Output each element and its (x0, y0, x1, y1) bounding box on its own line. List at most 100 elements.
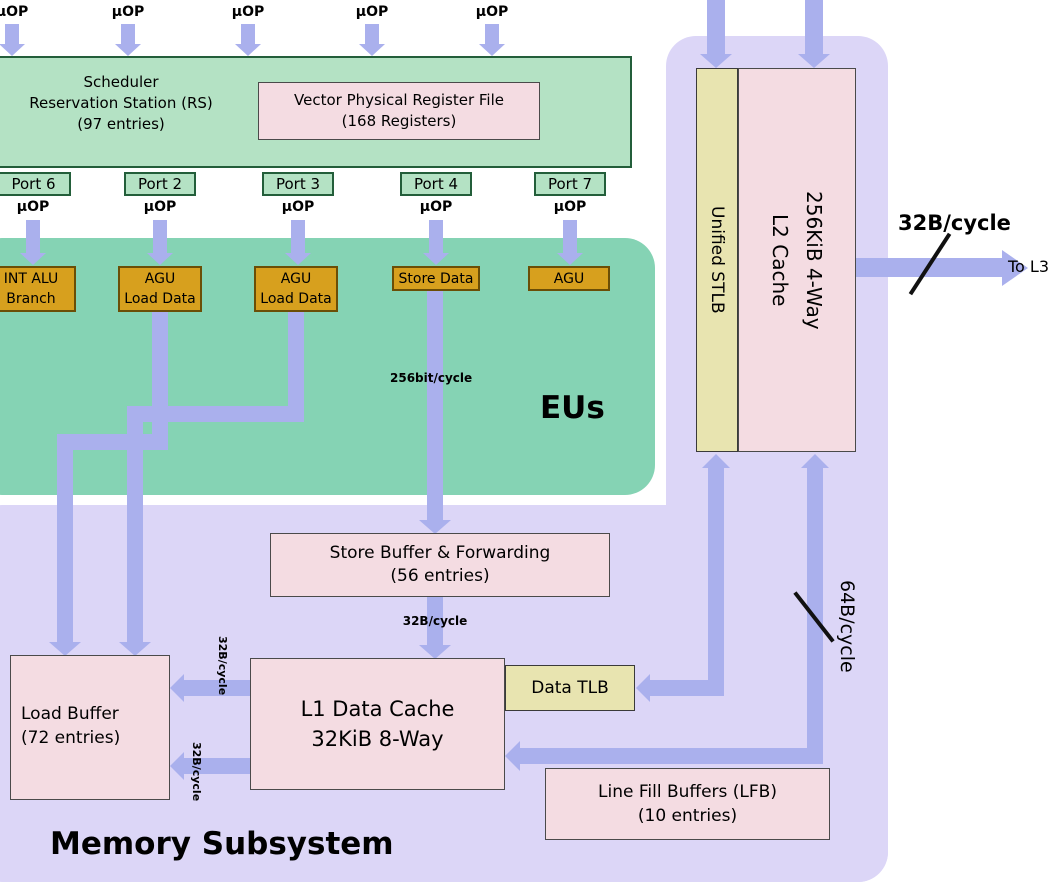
uop-arrow-shaft (121, 24, 135, 44)
eus-label: EUs (540, 390, 605, 426)
port-box-4: Port 4 (400, 172, 472, 196)
port-box-6: Port 6 (0, 172, 71, 196)
eu-unit-store-data: Store Data (392, 266, 480, 291)
load-buffer-line2: (72 entries) (21, 728, 121, 748)
l2-connector-up-head (801, 454, 829, 468)
eu-unit-line2: Load Data (260, 291, 332, 307)
l1-line2: 32KiB 8-Way (311, 727, 444, 751)
bandwidth-label-32b-top: 32B/cycle (216, 636, 229, 696)
bandwidth-label-256bit: 256bit/cycle (390, 371, 473, 385)
to-l3-head (1002, 250, 1028, 286)
port-arrow-head (20, 253, 46, 265)
scheduler-line2: Reservation Station (RS) (29, 94, 213, 112)
l2-connector-left-head (505, 741, 520, 771)
load-arrow1-horiz (57, 434, 168, 450)
l2-top-arrow1-head (700, 54, 732, 68)
bandwidth-label-32b-l3: 32B/cycle (898, 211, 1011, 235)
port-label: Port 6 (11, 175, 56, 193)
uop-label: μOP (355, 4, 389, 20)
load-arrow1-vert1 (152, 310, 168, 450)
eu-unit-agu-load2: AGU Load Data (254, 266, 338, 312)
uop-label: μOP (231, 4, 265, 20)
port-arrow-head (557, 253, 583, 265)
eu-unit-line2: Load Data (124, 291, 196, 307)
port-arrow-shaft (429, 220, 443, 253)
sb-to-l1-shaft (427, 597, 443, 645)
data-tlb-label: Data TLB (531, 678, 609, 698)
store-arrow-shaft (427, 290, 443, 520)
lfb-line2: (10 entries) (637, 806, 738, 826)
unified-stlb-label: Unified STLB (707, 206, 727, 314)
lfb-box: Line Fill Buffers (LFB) (10 entries) (545, 768, 830, 840)
l1-to-lb-bottom-head (170, 752, 184, 780)
scheduler-line1: Scheduler (83, 73, 159, 91)
uop-arrow-shaft (5, 24, 19, 44)
data-tlb-box: Data TLB (505, 665, 635, 711)
load-arrow2-head (119, 642, 151, 656)
uop-label: μOP (143, 199, 177, 215)
load-buffer-line1: Load Buffer (21, 704, 119, 724)
uop-arrow-shaft (241, 24, 255, 44)
eu-unit-agu-load1: AGU Load Data (118, 266, 202, 312)
uop-label: μOP (419, 199, 453, 215)
bandwidth-label-32b-store: 32B/cycle (402, 614, 468, 628)
port-label: Port 3 (275, 175, 321, 193)
eu-unit-line1: AGU (280, 271, 312, 287)
store-buffer-line2: (56 entries) (390, 566, 490, 586)
l1-to-lb-top-shaft (184, 680, 250, 696)
eu-unit-int-alu-branch: INT ALU Branch (0, 266, 76, 312)
uop-label: μOP (111, 4, 145, 20)
port-arrow-shaft (153, 220, 167, 253)
port-label: Port 2 (137, 175, 183, 193)
sb-to-l1-head (419, 645, 451, 659)
port-label: Port 4 (413, 175, 459, 193)
port-box-7: Port 7 (534, 172, 606, 196)
uop-arrow-head (479, 44, 505, 56)
l1-data-cache-box: L1 Data Cache 32KiB 8-Way (250, 658, 505, 790)
l2-top-arrow2-shaft (805, 0, 823, 54)
port-arrow-head (147, 253, 173, 265)
port-box-3: Port 3 (262, 172, 334, 196)
port-label: Port 7 (547, 175, 593, 193)
eu-unit-agu3: AGU (528, 266, 610, 291)
store-buffer-box: Store Buffer & Forwarding (56 entries) (270, 533, 610, 597)
uop-arrow-shaft (365, 24, 379, 44)
bandwidth-label-32b-bottom: 32B/cycle (190, 742, 203, 802)
port-box-2: Port 2 (124, 172, 196, 196)
load-arrow2-horiz (127, 406, 304, 422)
stlb-connector-horiz (650, 680, 724, 696)
uop-arrow-head (359, 44, 385, 56)
uop-arrow-head (235, 44, 261, 56)
uop-arrow-head (0, 44, 25, 56)
uop-label: μOP (281, 199, 315, 215)
load-arrow2-vert1 (288, 310, 304, 422)
stlb-connector-up-head (702, 454, 730, 468)
uop-arrow-head (115, 44, 141, 56)
vprf-line2: (168 Registers) (341, 112, 457, 130)
port-arrow-shaft (291, 220, 305, 253)
lfb-line1: Line Fill Buffers (LFB) (598, 782, 777, 802)
uop-label: μOP (553, 199, 587, 215)
uop-label: μOP (16, 199, 50, 215)
vprf-line1: Vector Physical Register File (294, 91, 504, 109)
bandwidth-label-64b: 64B/cycle (836, 579, 858, 673)
load-arrow2-vert2 (127, 406, 143, 642)
vector-prf-box: Vector Physical Register File (168 Regis… (258, 82, 540, 140)
eu-unit-line1: AGU (553, 270, 585, 287)
l2-cache-line2: 256KiB 4-Way (802, 190, 826, 330)
l2-cache-line1: L2 Cache (768, 213, 792, 307)
uop-label: μOP (475, 4, 509, 20)
stlb-connector-vert (708, 468, 724, 696)
l2-cache-box: L2 Cache 256KiB 4-Way (738, 68, 856, 452)
port-arrow-head (285, 253, 311, 265)
port-arrow-head (423, 253, 449, 265)
port-arrow-shaft (563, 220, 577, 253)
scheduler-text: Scheduler Reservation Station (RS) (97 e… (0, 72, 256, 135)
l1-to-lb-top-head (170, 674, 184, 702)
store-arrow-head (419, 520, 451, 534)
unified-stlb-box: Unified STLB (696, 68, 738, 452)
uop-arrow-shaft (485, 24, 499, 44)
port-arrow-shaft (26, 220, 40, 253)
l1-line1: L1 Data Cache (300, 697, 455, 721)
